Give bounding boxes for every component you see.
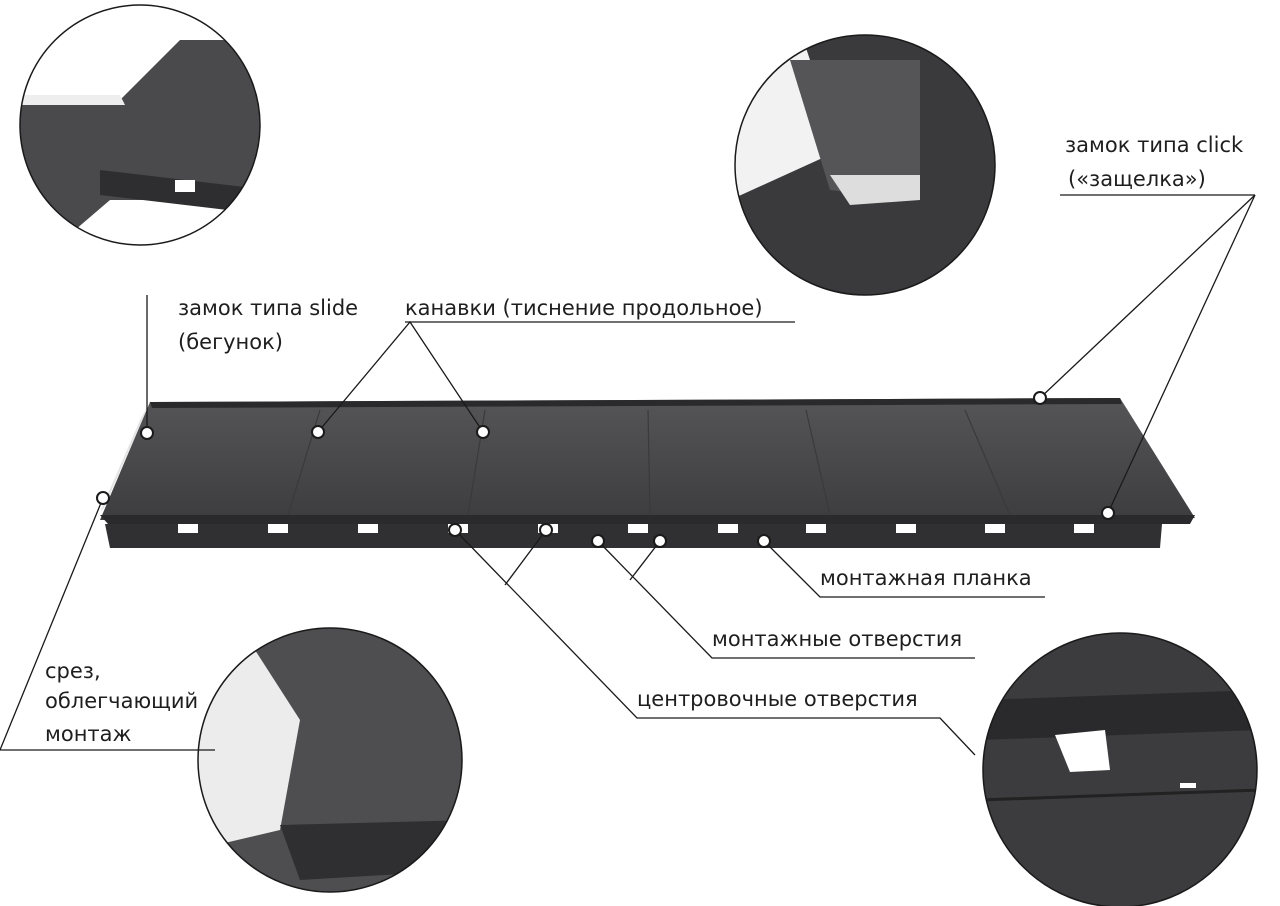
label-mounting-strip: монтажная планка [820, 566, 1032, 590]
label-slide-lock-note: (бегунок) [178, 330, 283, 354]
metal-panel [100, 398, 1195, 548]
label-mounting-holes: монтажные отверстия [712, 627, 962, 651]
label-cut-1: срез, [45, 659, 101, 683]
detail-slide-lock [19, 4, 261, 246]
label-click-lock-note: («защелка») [1068, 167, 1206, 191]
mounting-strip [105, 524, 1162, 548]
label-slide-lock: замок типа slide [178, 296, 358, 320]
leader-lines [0, 194, 1256, 756]
label-grooves: канавки (тиснение продольное) [405, 296, 763, 320]
label-click-lock: замок типа click [1065, 133, 1244, 157]
detail-cut [197, 627, 463, 893]
marker-dots [96, 391, 1115, 548]
label-cut-2: облегчающий [45, 689, 198, 713]
detail-click-lock [734, 34, 996, 296]
label-cut-3: монтаж [45, 722, 132, 746]
label-centering-holes: центровочные отверстия [637, 687, 918, 711]
detail-mounting-strip [982, 632, 1258, 906]
